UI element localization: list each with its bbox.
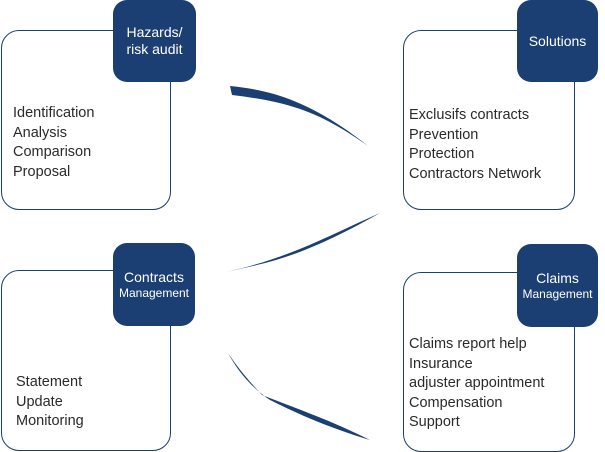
solutions-item: Contractors Network	[409, 165, 542, 182]
hazards-item: Analysis	[13, 124, 67, 141]
claims-item: Claims report help	[409, 336, 527, 352]
claims-item: Support	[409, 414, 460, 430]
solutions-item: Prevention	[409, 126, 479, 143]
claims-item: adjuster appointment	[409, 375, 545, 391]
hazards-item: Comparison	[13, 144, 92, 160]
contracts-tag: Contracts Management	[113, 243, 195, 326]
hazards-tag-line1: Hazards/	[126, 24, 183, 41]
arrow-hazards-to-solutions	[230, 86, 368, 146]
contracts-item: Statement	[16, 374, 83, 390]
hazards-items: Identification Analysis Comparison Propo…	[13, 104, 94, 182]
claims-tag-line1: Claims	[536, 269, 579, 286]
solutions-items: Exclusifs contracts Prevention Protectio…	[409, 106, 541, 184]
contracts-item: Update	[16, 393, 63, 410]
solutions-tag-line1: Solutions	[528, 32, 587, 49]
arrow-contracts-to-claims	[228, 353, 370, 440]
contracts-items: Statement Update Monitoring	[16, 373, 84, 432]
claims-item: Insurance	[409, 355, 473, 372]
hazards-item: Proposal	[13, 163, 71, 180]
claims-items: Claims report help Insurance adjuster ap…	[409, 335, 544, 433]
solutions-item: Exclusifs contracts	[409, 107, 530, 123]
claims-tag: Claims Management	[517, 244, 598, 327]
solutions-item: Protection	[409, 146, 475, 162]
claims-tag-line2: Management	[522, 286, 593, 301]
hazards-item: Identification	[13, 105, 95, 121]
contracts-tag-line1: Contracts	[124, 268, 184, 285]
contracts-tag-line2: Management	[118, 285, 190, 300]
hazards-tag: Hazards/ risk audit	[113, 0, 196, 82]
solutions-tag: Solutions	[517, 0, 598, 82]
claims-item: Compensation	[409, 394, 503, 411]
arrow-solutions-to-contracts	[226, 213, 380, 272]
contracts-item: Monitoring	[16, 413, 84, 429]
hazards-tag-line2: risk audit	[126, 41, 183, 57]
